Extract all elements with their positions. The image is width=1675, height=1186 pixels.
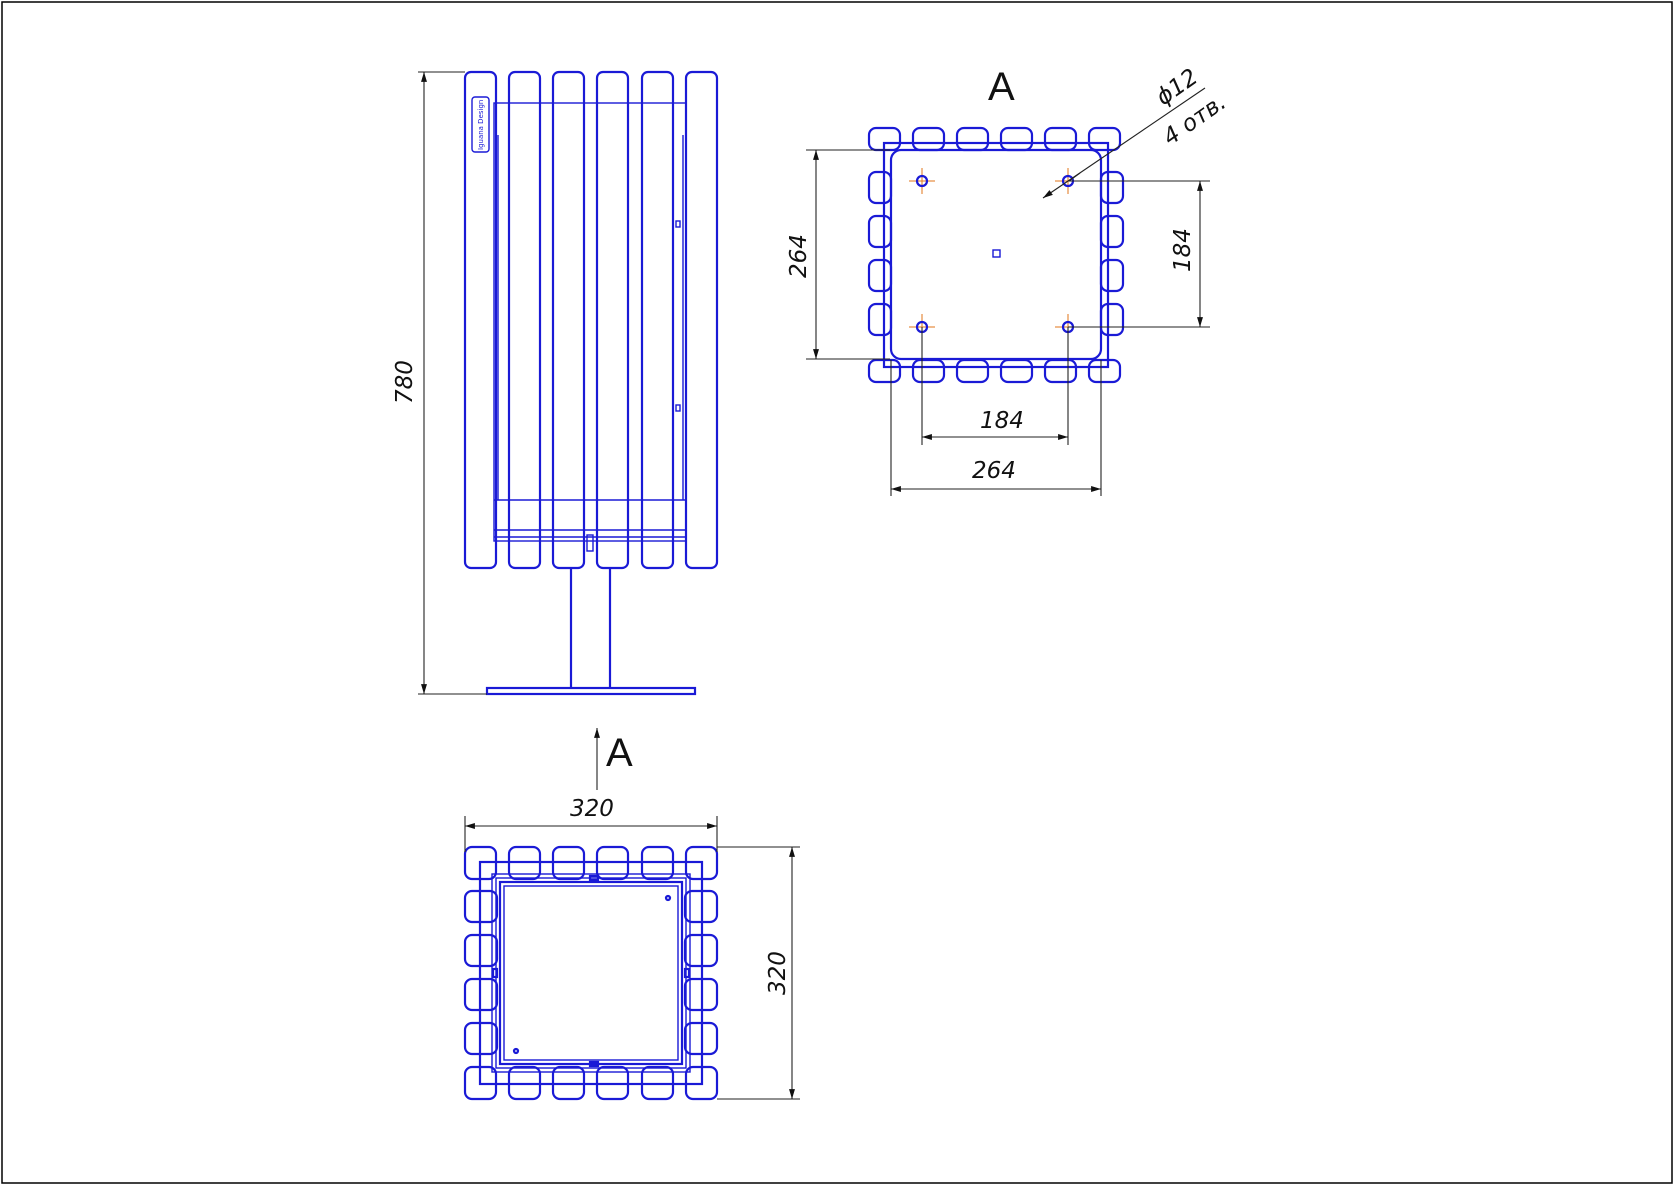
mounting-hole xyxy=(915,174,929,188)
slat-end xyxy=(1043,358,1078,384)
slat-end xyxy=(1099,214,1125,249)
dim-top-depth-text: 320 xyxy=(765,951,791,995)
clip xyxy=(683,967,691,979)
slat-end xyxy=(955,358,990,384)
dim-height-text: 780 xyxy=(392,360,418,404)
view-a xyxy=(867,126,1125,384)
view-arrow: A xyxy=(594,728,633,790)
clip xyxy=(588,874,600,882)
slat-end xyxy=(1043,126,1078,152)
slat-end xyxy=(999,126,1034,152)
dim-hole-spacing-x-text: 184 xyxy=(980,408,1024,434)
liner-edge xyxy=(503,885,679,1061)
slat-end xyxy=(1087,126,1122,152)
slat-end xyxy=(1087,358,1122,384)
slat-end xyxy=(867,170,893,205)
base-plate xyxy=(889,148,1103,361)
dim-top-width-text: 320 xyxy=(570,796,614,822)
bolt xyxy=(664,894,672,902)
slat xyxy=(507,70,542,570)
top-view xyxy=(463,845,719,1101)
outer-frame xyxy=(478,860,704,1086)
frame xyxy=(882,141,1110,369)
view-a-title: A xyxy=(988,65,1015,109)
slat-end xyxy=(1099,258,1125,293)
slat-end xyxy=(867,258,893,293)
slat-end xyxy=(1099,170,1125,205)
brand-plate-label: Iguana Design xyxy=(477,100,485,150)
slat xyxy=(551,70,586,570)
dim-top-width: 320 xyxy=(464,796,718,852)
slat-end xyxy=(867,302,893,337)
front-view: Iguana Design xyxy=(463,70,719,696)
clip xyxy=(588,1060,600,1068)
dim-hole-spacing-x: 184 xyxy=(921,327,1069,445)
dim-base-width: 264 xyxy=(890,360,1102,496)
post-center xyxy=(992,249,1001,258)
dim-base-depth: 264 xyxy=(786,149,890,360)
slat-end xyxy=(911,126,946,152)
slat xyxy=(595,70,630,570)
slat xyxy=(640,70,675,570)
dim-hole-spacing-y-text: 184 xyxy=(1170,228,1196,272)
slat-end xyxy=(911,358,946,384)
dim-base-width-text: 264 xyxy=(972,458,1016,484)
slat xyxy=(463,70,498,570)
brand-plate xyxy=(471,96,490,153)
bolt xyxy=(512,1047,520,1055)
slat-end xyxy=(1099,302,1125,337)
liner xyxy=(498,880,684,1066)
frame-inner-edge xyxy=(491,873,691,1073)
slat-end xyxy=(955,126,990,152)
dim-base-depth-text: 264 xyxy=(786,234,812,278)
dim-hole-spacing-y: 184 xyxy=(1068,180,1210,328)
slat-end xyxy=(867,214,893,249)
slat xyxy=(684,70,719,570)
dim-height: 780 xyxy=(392,71,487,695)
dim-top-depth: 320 xyxy=(717,846,800,1100)
clip xyxy=(491,967,499,979)
slat-end xyxy=(999,358,1034,384)
base-plate xyxy=(485,686,697,696)
frame-inner-edge xyxy=(495,877,687,1069)
view-arrow-label: A xyxy=(606,731,633,775)
